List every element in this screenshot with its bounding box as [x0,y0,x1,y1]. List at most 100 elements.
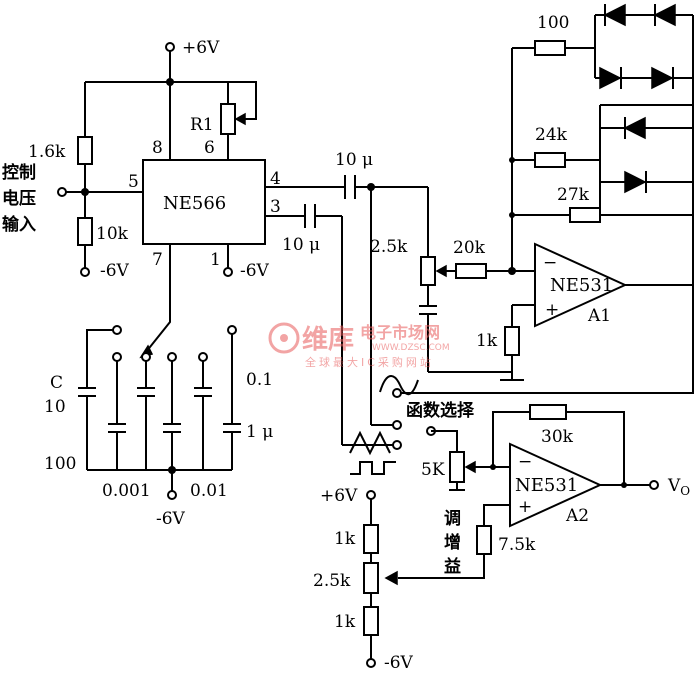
resistor-1k-offset-top-label: 1k [334,529,356,549]
resistor-30k-label: 30k [541,427,574,447]
resistor-24k [534,152,566,168]
output-terminal [649,480,659,490]
coupling-caps: 10 μ 10 μ [265,150,428,450]
neg-label-b: -6V [240,261,270,281]
neg-label-a: -6V [100,261,130,281]
offset-divider: +6V 1k 2.5k 1k -6V [313,486,414,673]
pot-2-5k-shaper-label: 2.5k [370,237,408,257]
resistor-10k [77,217,93,246]
control-input-terminal [57,187,67,197]
pot-5k-gain [449,451,465,483]
resistor-7-5k-label: 7.5k [498,535,536,555]
watermark-url: WWW.DZSC.COM [372,343,450,353]
neg-terminal-d [366,658,376,668]
resistor-24k-label: 24k [535,125,568,145]
resistor-1k-offset-top [363,524,379,554]
shaper-a1: 2.5k 20k − + NE531 A1 1k 100 [370,3,694,381]
resistor-100-label: 100 [537,13,569,33]
pin3-label: 3 [270,197,281,217]
diode-bottom-2 [651,66,674,90]
pin1-label: 1 [210,250,221,270]
resistor-20k [455,263,487,279]
resistor-100 [534,40,566,56]
timing-cap-bank: C 10 100 0.1 1 μ [44,325,273,529]
a1-chip-label: NE531 [550,275,613,296]
watermark: 维库 电子市场网 WWW.DZSC.COM 全球最大IC采购网站 [268,322,450,369]
a2-chip-label: NE531 [515,475,578,496]
pin6-label: 6 [204,138,215,158]
pin7-wire [145,244,171,353]
resistor-r1 [220,103,236,135]
pot-5k-label: 5K [421,460,445,480]
pos-terminal-b [366,490,376,500]
control-input-label-2: 电压 [2,188,36,209]
coupling-cap-top-label: 10 μ [335,150,373,170]
cap-100-label: 100 [44,454,76,474]
junction-pin5 [81,188,89,196]
waveform-symbols [349,375,419,475]
cap-c-label: C [50,373,63,393]
resistor-1k-a1 [504,326,520,356]
watermark-logo-text: 维库 [302,324,354,355]
cap-0-01-label: 0.01 [190,481,228,501]
cap-0-1-label: 0.1 [246,370,273,390]
a2-plus: + [518,497,532,517]
triangle-wave-icon [349,430,391,456]
pin7-label: 7 [152,250,163,270]
neg-label-c: -6V [156,509,186,529]
resistor-1k-a1-label: 1k [476,331,498,351]
pos-label-b: +6V [320,486,358,506]
resistor-1k-offset-bottom [363,606,379,636]
resistor-r1-label: R1 [190,115,214,135]
pin8-label: 8 [152,138,163,158]
diode-top-2 [653,3,676,27]
vco-section: +6V 1.6k 10k -6V 控制 电压 输入 NE566 5 8 6 4 … [2,38,281,359]
gain-label-2: 增 [444,532,461,553]
ne566-label: NE566 [163,193,226,214]
coupling-cap-bottom-label: 10 μ [282,235,320,255]
neg-label-d: -6V [384,653,414,673]
function-select-label: 函数选择 [406,400,475,421]
vdd-label: +6V [182,38,220,58]
ne566-chip [142,159,266,245]
control-input-label-1: 控制 [2,162,36,183]
neg-terminal-b [223,267,233,277]
cap-1u-label: 1 μ [246,422,273,442]
a1-minus: − [543,253,557,273]
diode-mid-1 [623,116,646,140]
resistor-20k-label: 20k [453,238,486,258]
resistor-27k [569,207,601,223]
diode-top-1 [603,3,626,27]
pot-2-5k-shaper [420,256,436,286]
neg-terminal-c [167,490,177,500]
resistor-10k-label: 10k [96,224,129,244]
switch-sine-contact [392,388,402,398]
op-amp-a1 [534,242,628,328]
gain-label-1: 调 [444,509,461,529]
output-amp-a2: 5K 调 增 益 30k − + NE531 A2 VO 7.5k [384,404,690,586]
diode-mid-2 [624,170,647,194]
a1-plus: + [545,300,559,320]
function-select-switch: 函数选择 [392,285,694,452]
resistor-1-6k [77,136,93,165]
neg-terminal-a [80,267,90,277]
switch-square-contact [392,420,402,430]
pot-2-5k-offset-label: 2.5k [313,571,351,591]
pin4-label: 4 [270,169,281,189]
pot-2-5k-offset [363,562,379,594]
vdd-terminal [165,42,175,52]
cap-0-001-label: 0.001 [102,481,151,501]
watermark-tagline: 全球最大IC采购网站 [305,355,434,369]
watermark-title: 电子市场网 [360,323,440,342]
a1-unit-label: A1 [587,306,611,326]
a2-minus: − [518,452,532,472]
cap-10-label: 10 [44,397,66,417]
gain-label-3: 益 [444,556,461,577]
resistor-27k-label: 27k [557,185,590,205]
resistor-1k-offset-bottom-label: 1k [334,612,356,632]
op-amp-a2 [509,442,603,528]
resistor-1-6k-label: 1.6k [28,142,66,162]
diode-bottom-1 [599,66,622,90]
